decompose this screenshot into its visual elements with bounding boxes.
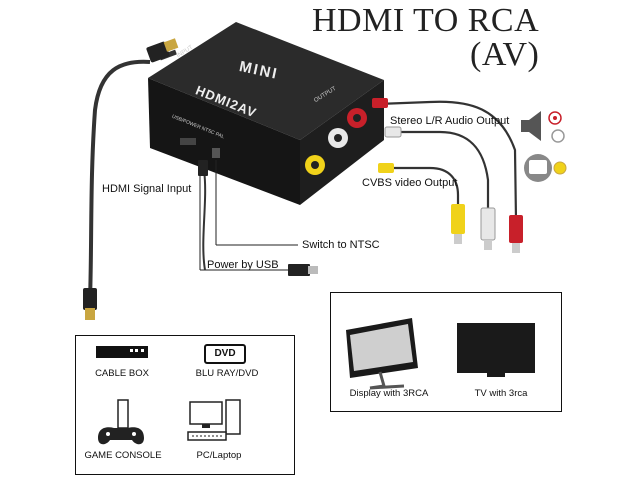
monitor-icon (346, 318, 418, 390)
callout-stereo-audio: Stereo L/R Audio Output (390, 115, 510, 127)
game-console-icon (98, 399, 144, 445)
rca-sockets (305, 108, 367, 175)
label-bluray: BLU RAY/DVD (195, 368, 259, 379)
speaker-icon (521, 111, 565, 143)
callout-power-usb: Power by USB (207, 259, 279, 271)
flat-tv-icon (457, 323, 535, 377)
sources-box: CABLE BOX DVD BLU RAY/DVD GAME CONSOLE P… (75, 335, 295, 475)
title-line-2: (AV) (470, 36, 540, 73)
usb-cable (198, 160, 318, 276)
tv-icon (524, 154, 567, 182)
rca-cables (372, 98, 523, 253)
callout-lines (199, 160, 298, 271)
callout-hdmi-input: HDMI Signal Input (102, 183, 192, 195)
label-cable-box: CABLE BOX (95, 368, 149, 379)
pc-icon (187, 399, 241, 441)
callout-switch-ntsc: Switch to NTSC (302, 239, 380, 251)
label-game-console: GAME CONSOLE (84, 450, 162, 461)
label-tv-3rca: TV with 3rca (474, 388, 528, 399)
usb-port (180, 138, 196, 145)
label-display-3rca: Display with 3RCA (349, 388, 429, 399)
cable-box-icon (96, 346, 148, 358)
displays-box: Display with 3RCA TV with 3rca (330, 292, 562, 412)
ntsc-pal-switch (212, 148, 220, 158)
title-line-1: HDMI TO RCA (312, 2, 540, 39)
dvd-icon: DVD (204, 344, 246, 364)
label-pc-laptop: PC/Laptop (196, 450, 242, 461)
hdmi-cable (83, 38, 179, 320)
callout-cvbs-video: CVBS video Output (362, 177, 458, 189)
